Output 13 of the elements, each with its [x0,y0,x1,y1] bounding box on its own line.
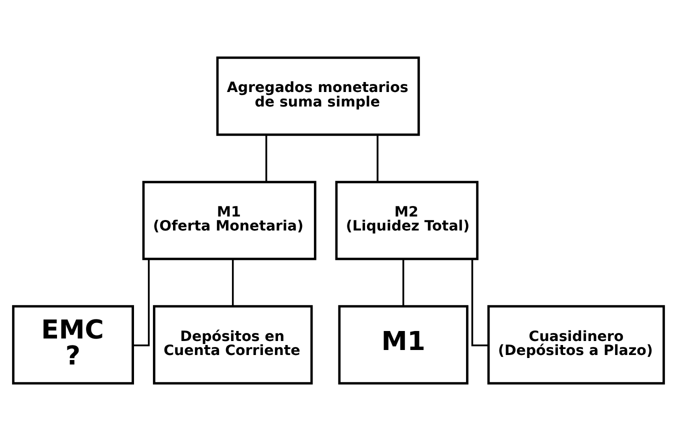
node-box: Cuasidinero (Depósitos a Plazo) [487,304,665,384]
node-box: Agregados monetarios de suma simple [216,56,420,136]
connector [402,258,404,306]
node-box: Depósitos en Cuenta Corriente [152,304,313,384]
node-box: M1 (Oferta Monetaria) [142,180,316,260]
connector [471,258,488,346]
node-box: M1 [338,304,468,384]
connector [265,134,268,182]
connector [376,134,378,182]
connector [232,258,234,306]
node-box: M2 (Liquidez Total) [335,180,478,260]
connector [133,258,150,346]
node-box: EMC ? [12,304,134,384]
